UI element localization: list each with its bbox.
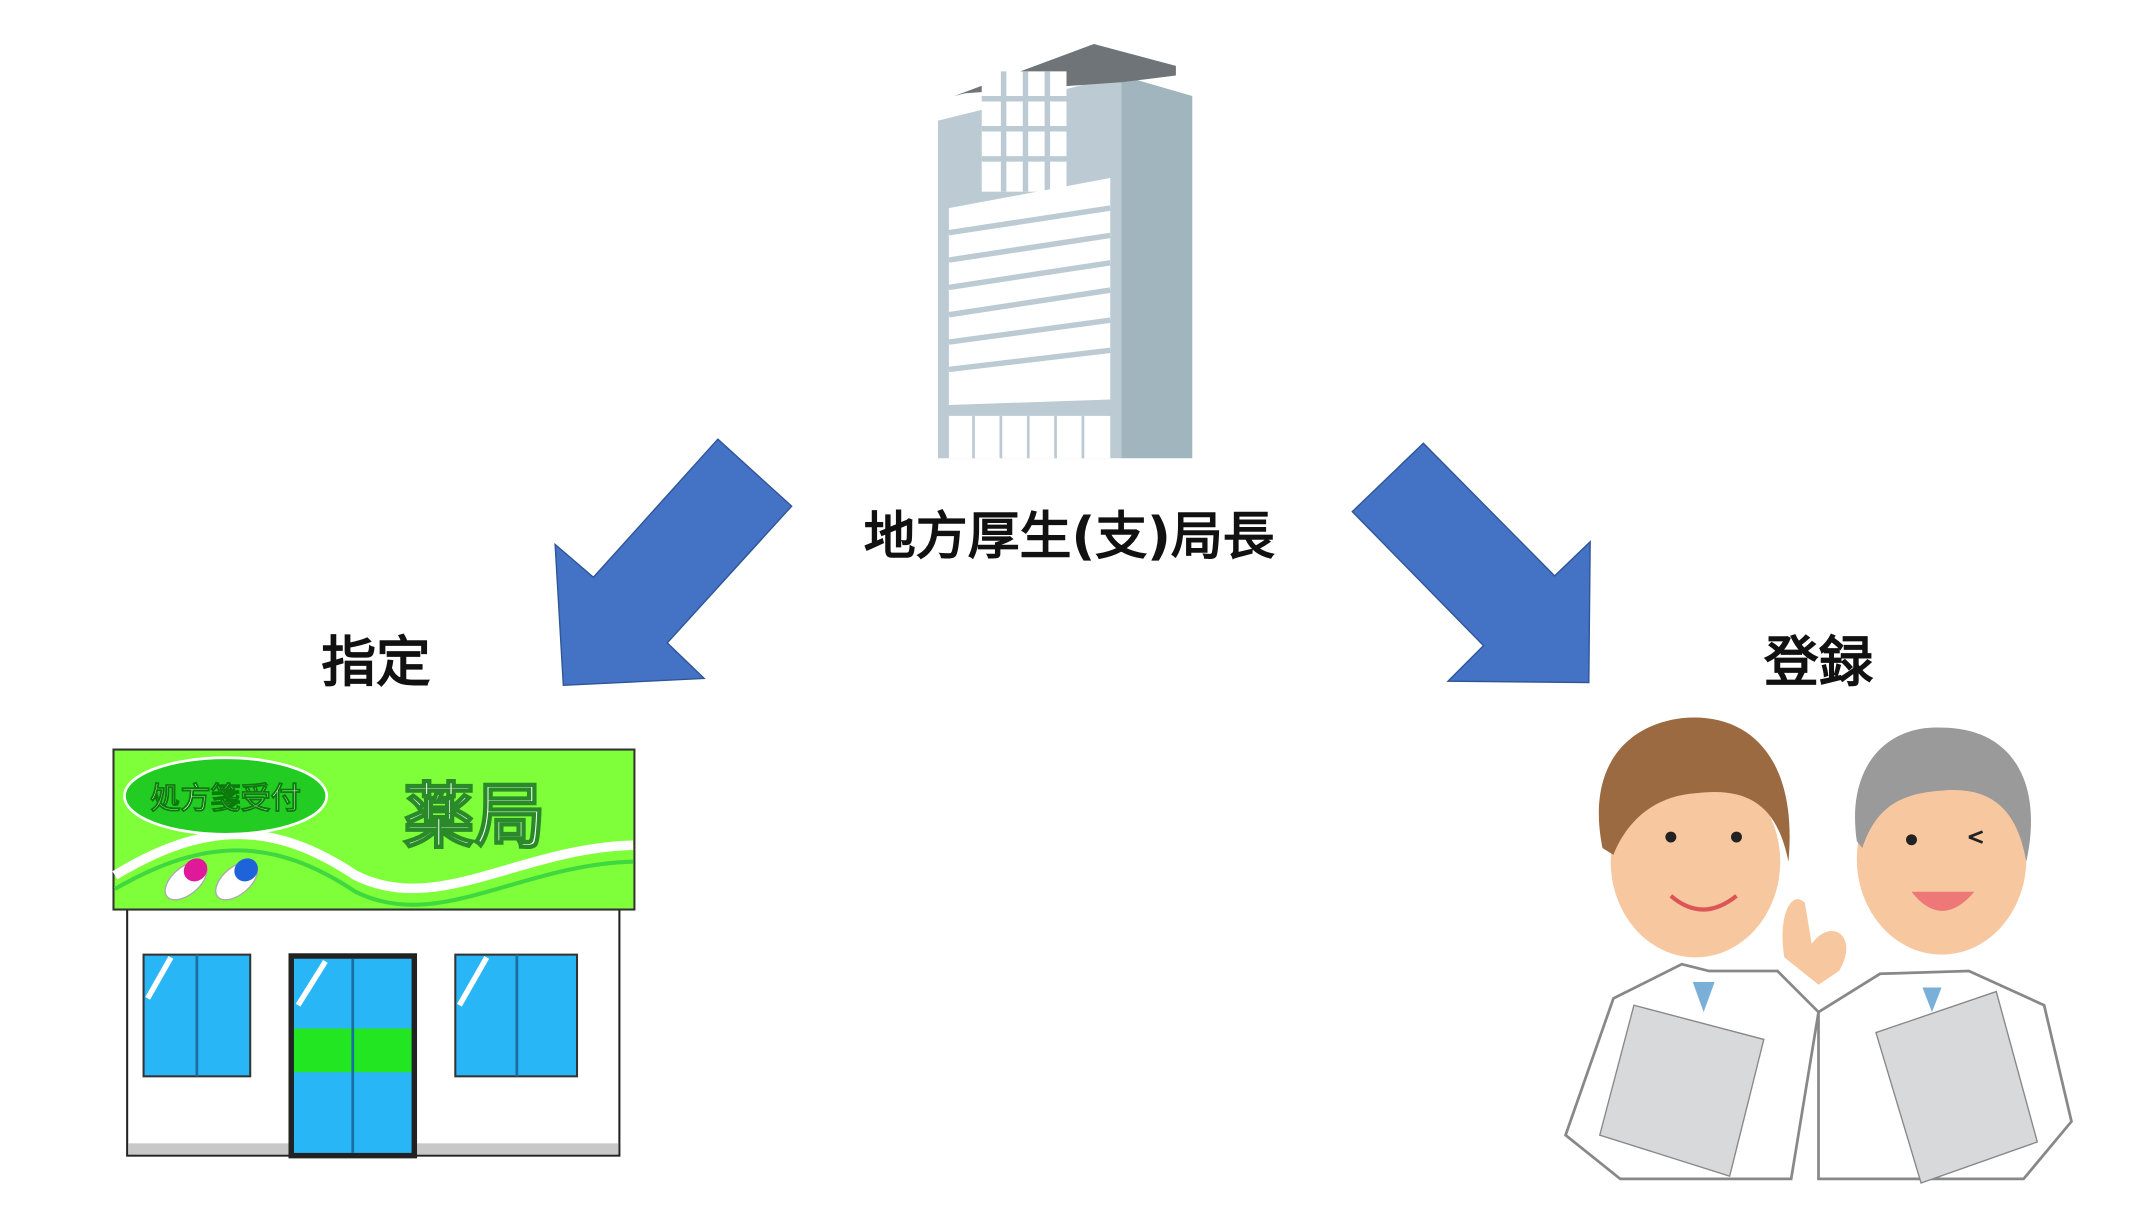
pharmacy-sign: 薬局: [403, 775, 545, 858]
authority-label: 地方厚生(支)局長: [864, 507, 1276, 567]
capsule-icon: [164, 858, 259, 901]
designation-label: 指定: [321, 630, 431, 694]
pharmacy-icon: 処方箋受付 薬局: [112, 748, 636, 1159]
prescription-sign: 処方箋受付: [150, 781, 300, 816]
arrow-down-right: [1351, 442, 1591, 684]
arrow-down-left: [554, 438, 793, 686]
registration-label: 登録: [1763, 630, 1874, 694]
pharmacists-icon: [1563, 717, 2073, 1184]
government-building-icon: [937, 44, 1193, 459]
